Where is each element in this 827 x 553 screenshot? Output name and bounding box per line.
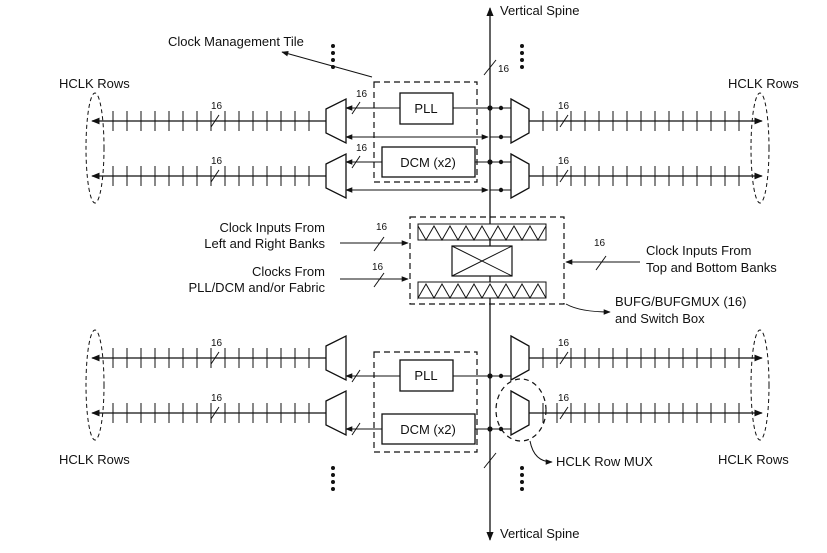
pll-block-top-label: PLL [414,101,437,116]
bufg-label-line1: BUFG/BUFGMUX (16) [615,294,746,309]
svg-text:16: 16 [211,393,223,404]
bufg-switch-box [409,216,565,305]
clock-inputs-lr-line2: Left and Right Banks [204,236,325,251]
hclk-row-mux-left [325,97,347,145]
svg-text:16: 16 [356,143,368,154]
vertical-spine-bottom-label: Vertical Spine [500,526,580,541]
svg-text:16: 16 [211,338,223,349]
clocks-from-line1: Clocks From [252,264,325,279]
svg-text:16: 16 [376,222,388,233]
hclk-row-mux-highlight [495,378,547,442]
svg-text:16: 16 [356,89,368,100]
clock-management-tile-label: Clock Management Tile [168,34,304,49]
clock-inputs-tb-line2: Top and Bottom Banks [646,260,777,275]
svg-text:16: 16 [211,156,223,167]
svg-text:16: 16 [558,393,570,404]
hclk-row-mux-right [510,97,530,145]
hclk-row-mux-left [325,389,347,437]
svg-text:16: 16 [372,262,384,273]
spine-bus-width: 16 [498,64,510,75]
hclk-row-mux-left [325,152,347,200]
hclk-rows-top-left-label: HCLK Rows [59,76,130,91]
clocks-from-line2: PLL/DCM and/or Fabric [188,280,325,295]
svg-text:16: 16 [558,101,570,112]
switch-box-inputs [340,236,640,315]
hclk-rows-bottom-left-label: HCLK Rows [59,452,130,467]
dcm-block-top [381,146,476,178]
clock-inputs-lr-line1: Clock Inputs From [220,220,325,235]
mux-link-bus-labels: 16 16 [351,89,368,436]
svg-text:16: 16 [558,156,570,167]
pll-block-top [399,92,454,125]
svg-text:16: 16 [211,101,223,112]
vertical-spine-top-label: Vertical Spine [500,3,580,18]
hclk-row-mux-label: HCLK Row MUX [556,454,653,469]
spine-junction-dots [487,105,511,432]
hclk-row-mux-right [510,389,530,437]
pll-block-bottom-label: PLL [414,368,437,383]
mux-link-arrows [345,105,490,432]
clock-inputs-tb-line1: Clock Inputs From [646,243,751,258]
hclk-row-mux-right [510,334,530,382]
clock-management-tile-bottom [373,351,478,453]
hclk-rows-bottom-right-label: HCLK Rows [718,452,789,467]
hclk-row-mux-left [325,334,347,382]
dcm-block-bottom-label: DCM (x2) [400,422,456,437]
hclk-row-ellipses [85,92,770,441]
clock-management-tile-top [373,81,478,183]
dcm-block-top-label: DCM (x2) [400,155,456,170]
svg-text:16: 16 [594,238,606,249]
svg-text:16: 16 [558,338,570,349]
continuation-dots [331,44,524,491]
hclk-rows-top-right-label: HCLK Rows [728,76,799,91]
hclk-row-mux-right [510,152,530,200]
bufg-label-line2: and Switch Box [615,311,705,326]
